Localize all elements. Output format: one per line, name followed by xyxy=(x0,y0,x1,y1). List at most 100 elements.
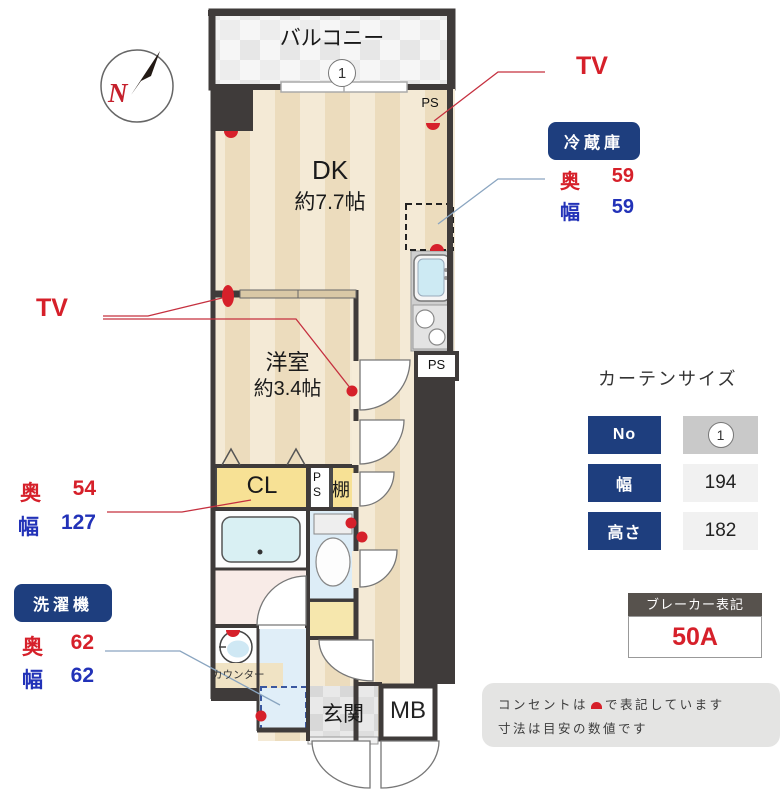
washer-width-label: 幅 xyxy=(22,669,43,692)
fridge-width-value: 59 xyxy=(611,196,634,218)
curtain-row-width-value: 194 xyxy=(683,464,758,502)
dk-room-name: DK xyxy=(311,155,349,185)
outlet-icon xyxy=(356,531,368,543)
closet-depth-row: 奥 54 xyxy=(20,477,96,507)
curtain-size-title: カーテンサイズ xyxy=(598,369,738,389)
tv-right-line xyxy=(433,71,545,122)
dk-room-size: 約7.7帖 xyxy=(294,191,366,214)
entrance-label: 玄関 xyxy=(322,703,364,726)
outlet-icon xyxy=(430,244,444,251)
curtain-row-width-label: 幅 xyxy=(588,464,661,502)
entrance-floor xyxy=(307,686,378,739)
doors xyxy=(256,359,440,789)
compass xyxy=(100,49,174,123)
tv-outlet-icon xyxy=(346,385,358,397)
curtain-row-height-value: 182 xyxy=(683,512,758,550)
closet-fold-marks xyxy=(221,447,306,466)
fridge-line xyxy=(437,178,545,225)
curtain-row-no-cell: 1 xyxy=(683,416,758,454)
closet-dims-line xyxy=(107,499,252,513)
entrance-door-right xyxy=(380,740,440,789)
fridge-badge: 冷蔵庫 xyxy=(548,122,640,160)
washer-width-value: 62 xyxy=(70,664,94,687)
door-dk-hall xyxy=(359,359,411,411)
note-line1-post: で表記しています xyxy=(605,698,725,712)
fridge-depth-row: 奥 59 xyxy=(560,165,634,194)
ps-top-label: PS xyxy=(421,95,439,110)
toilet-bowl xyxy=(315,537,351,587)
washer-width-row: 幅 62 xyxy=(22,664,94,694)
closet-width-label: 幅 xyxy=(18,516,39,539)
curtain-row-no-label: No xyxy=(588,416,661,454)
washer-depth-value: 62 xyxy=(70,631,94,654)
closet-depth-label: 奥 xyxy=(20,482,41,505)
fridge-width-row: 幅 59 xyxy=(560,196,634,225)
tv-left-line2 xyxy=(103,318,352,390)
outlet-icon xyxy=(426,123,440,130)
compass-north-label: N xyxy=(108,78,128,108)
kitchen-unit xyxy=(410,250,454,352)
closet-depth-value: 54 xyxy=(72,477,96,500)
washer-line xyxy=(105,650,281,706)
closet-width-value: 127 xyxy=(60,511,96,534)
bathtub-drain xyxy=(257,549,263,555)
outlet-icon xyxy=(224,131,238,138)
note-line1-pre: コンセントは xyxy=(498,698,589,712)
washer-depth-row: 奥 62 xyxy=(22,631,94,661)
outlet-icon xyxy=(255,710,267,722)
note-line2: 寸法は目安の数値です xyxy=(498,722,649,736)
outlet-legend-icon xyxy=(591,702,603,709)
stove-burner xyxy=(415,309,435,329)
west-room-name: 洋室 xyxy=(265,350,310,375)
washer-depth-label: 奥 xyxy=(22,636,43,659)
fridge-depth-label: 奥 xyxy=(560,171,580,193)
outlet-icon xyxy=(226,630,240,637)
closet-width-row: 幅 127 xyxy=(18,511,96,541)
wall-block xyxy=(213,89,253,131)
meter-box xyxy=(378,683,438,742)
door-shelf xyxy=(359,471,395,507)
tv-left-label: TV xyxy=(36,294,68,322)
kitchen-sink xyxy=(417,258,445,297)
outside-mask xyxy=(437,684,457,743)
breaker-title: ブレーカー表記 xyxy=(628,593,762,616)
compass-needle xyxy=(131,51,160,95)
note-line1: コンセントは で表記しています xyxy=(498,693,764,717)
door-west-room xyxy=(359,419,405,465)
closet-label: CL xyxy=(246,472,278,499)
fridge-depth-value: 59 xyxy=(611,165,634,187)
closet-cl xyxy=(215,466,308,510)
outside-mask xyxy=(210,701,258,743)
bathtub xyxy=(221,516,301,563)
door-toilet xyxy=(359,549,398,588)
outlets xyxy=(222,123,444,722)
stove-burner xyxy=(428,328,446,346)
washbasin-bowl xyxy=(227,640,249,658)
door-hall-entrance xyxy=(318,639,374,682)
outlet-icon xyxy=(345,517,357,529)
door-powder-room xyxy=(256,575,307,626)
ps-kitchen-label: PS xyxy=(427,357,446,372)
curtain-no-circle: 1 xyxy=(707,422,734,448)
breaker-value: 50A xyxy=(628,616,762,658)
pipe-space-kitchen-box xyxy=(414,351,459,381)
balcony-label: バルコニー xyxy=(279,27,385,50)
leader-lines xyxy=(103,71,545,706)
counter-label: カウンター xyxy=(212,669,265,681)
curtain-row-height-label: 高さ xyxy=(588,512,661,550)
tv-left-line xyxy=(103,297,223,317)
entrance-door-left xyxy=(311,740,371,789)
meter-box-label: MB xyxy=(390,697,426,724)
shelf-under-toilet xyxy=(308,600,357,638)
west-room-size: 約3.4帖 xyxy=(253,378,322,400)
balcony-curtain-number: 1 xyxy=(328,59,356,87)
washer-badge: 洗濯機 xyxy=(14,584,112,622)
ps-closet-label: PS xyxy=(313,470,322,499)
note-box: コンセントは で表記しています 寸法は目安の数値です xyxy=(482,683,780,747)
tv-right-label: TV xyxy=(576,52,608,80)
fridge-width-label: 幅 xyxy=(560,202,580,224)
shelf-label: 棚 xyxy=(332,480,350,500)
tv-outlet-icon xyxy=(222,285,234,307)
